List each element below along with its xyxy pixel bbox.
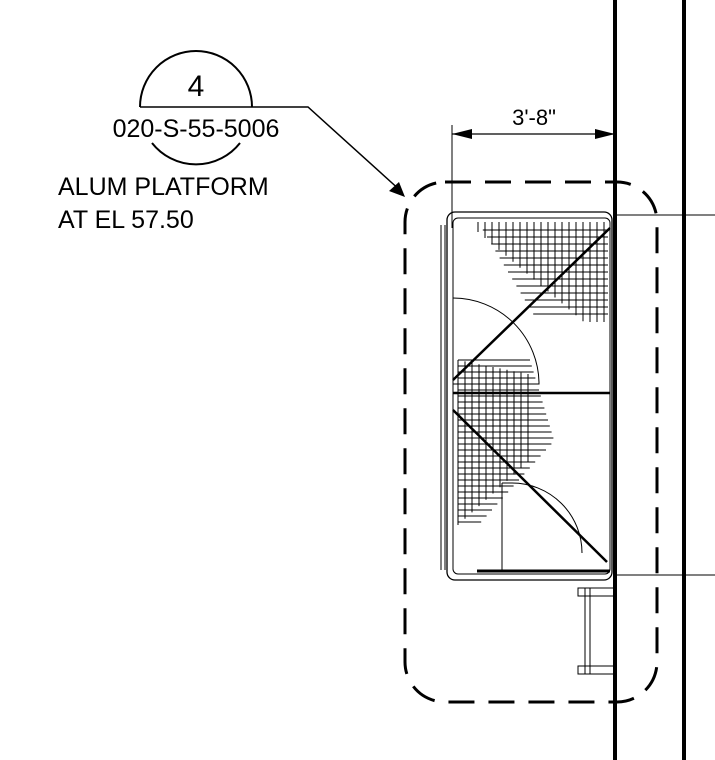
stair-diagonal-lower xyxy=(452,409,608,563)
note-line-1: ALUM PLATFORM xyxy=(58,173,269,201)
callout-circle-bottom xyxy=(151,142,241,166)
ladder-bottom-bracket xyxy=(577,665,615,675)
callout-detail-number: 4 xyxy=(188,70,205,103)
dimension-arrow-left xyxy=(452,129,472,139)
stair-diagonal-upper xyxy=(452,227,611,381)
dimension-arrow-right xyxy=(595,129,615,139)
detail-boundary-dashed xyxy=(403,180,659,704)
ladder-top-bracket xyxy=(577,587,615,597)
door-swing-arc-lower xyxy=(502,482,583,554)
note-line-2: AT EL 57.50 xyxy=(58,206,194,234)
wall-lines xyxy=(613,0,715,760)
door-swing-arc-upper xyxy=(452,297,540,385)
callout-circle-top xyxy=(139,50,253,108)
detail-callout: 4 020-S-55-5006 xyxy=(113,50,405,197)
leader-arrowhead xyxy=(389,182,405,197)
platform-outline xyxy=(440,211,613,581)
platform-note: ALUM PLATFORM AT EL 57.50 xyxy=(58,173,269,234)
ladder-gate xyxy=(577,587,615,675)
stair-treads-hatching xyxy=(457,222,608,525)
callout-sheet-reference: 020-S-55-5006 xyxy=(113,115,280,143)
platform-frame-inner xyxy=(452,217,611,575)
callout-leader-line xyxy=(140,106,403,193)
dimension-label: 3'-8" xyxy=(512,105,556,130)
platform-frame-outer xyxy=(446,211,613,581)
width-dimension: 3'-8" xyxy=(451,105,615,228)
